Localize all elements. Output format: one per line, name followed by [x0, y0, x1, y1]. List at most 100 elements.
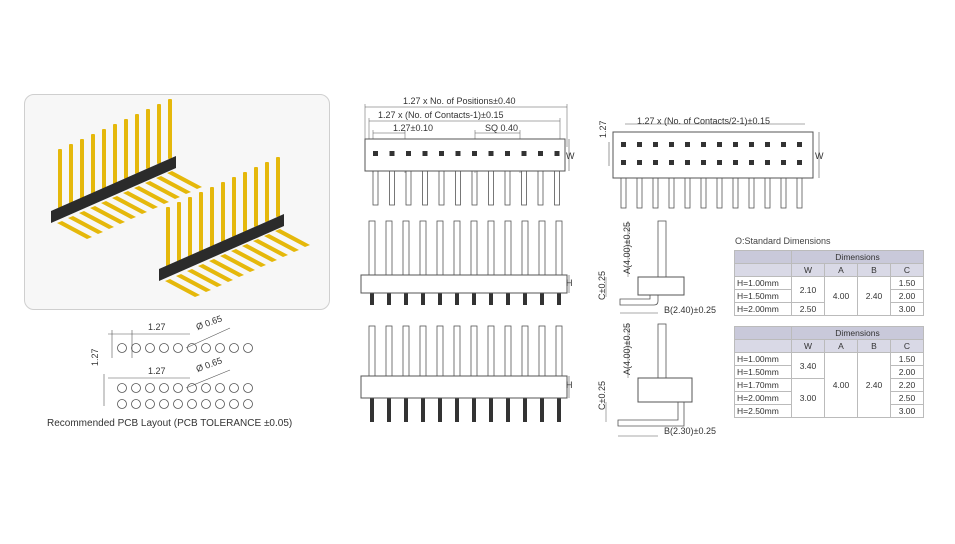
table2-header-w: W	[791, 339, 825, 353]
lower-pin	[231, 249, 266, 267]
upper-pin	[385, 325, 393, 379]
upper-pin	[157, 104, 161, 164]
dim-pitch: 1.27±0.10	[393, 123, 433, 133]
table1-row-h: H=1.00mm	[734, 276, 792, 290]
table2-header-b: B	[857, 339, 891, 353]
table1-b: 2.40	[857, 276, 891, 316]
pin-header-illustration	[51, 99, 310, 297]
pcb-hole	[229, 383, 239, 393]
lower-pin	[275, 229, 310, 247]
product-photo	[24, 94, 330, 310]
table2-row-h: H=2.00mm	[734, 391, 792, 405]
upper-pin	[453, 325, 461, 379]
lower-pin	[455, 396, 459, 422]
pin-lead	[438, 170, 445, 206]
upper-pin	[188, 197, 192, 257]
table1-header-a: A	[824, 263, 858, 277]
upper-pin	[102, 129, 106, 189]
pin-lead	[389, 170, 395, 206]
lower-pin	[198, 264, 233, 282]
pin-lead	[716, 177, 723, 209]
pcb-row-spacing: 1.27	[90, 348, 100, 366]
pin-lead	[537, 170, 544, 206]
side-view-2-drawing	[360, 325, 570, 422]
pcb-hole	[229, 399, 239, 409]
pin-square	[685, 160, 690, 165]
upper-pin	[166, 207, 170, 267]
upper-pin	[276, 157, 280, 217]
lower-pin	[134, 186, 169, 204]
table2-row-h: H=1.00mm	[734, 352, 792, 366]
lower-pin	[404, 291, 408, 305]
upper-pin	[453, 220, 461, 278]
upper-pin	[419, 325, 427, 379]
housing-profile	[637, 377, 693, 403]
pin-lead	[748, 177, 755, 209]
table2-header-c: C	[890, 339, 924, 353]
lower-pin	[209, 259, 244, 277]
pcb-hole	[145, 383, 155, 393]
table2-row-h: H=2.50mm	[734, 404, 792, 418]
pin-square	[749, 142, 754, 147]
pin-square	[733, 142, 738, 147]
profile-1-drawing	[605, 220, 685, 314]
lower-pin	[187, 269, 222, 287]
lower-pin	[112, 196, 147, 214]
upper-pin	[487, 325, 495, 379]
upper-pin	[135, 114, 139, 174]
upper-pin	[538, 220, 546, 278]
dual-row-top-view	[608, 123, 820, 209]
pin-square	[488, 151, 494, 156]
pcb-hole	[243, 383, 253, 393]
table2-row-h: H=1.50mm	[734, 365, 792, 379]
pin-square	[797, 160, 802, 165]
pin-square	[781, 142, 786, 147]
upper-pin	[385, 220, 393, 278]
pcb-hole	[173, 343, 183, 353]
upper-pin	[368, 325, 376, 379]
lower-pin	[101, 201, 136, 219]
housing-side	[360, 274, 568, 294]
lower-pin	[370, 291, 374, 305]
pin-square	[455, 151, 461, 156]
pin-lead	[521, 170, 527, 206]
lower-pin	[176, 274, 211, 292]
table2-w-first: 3.40	[791, 352, 825, 379]
prof2-c-label: C±0.25	[597, 381, 607, 410]
side1-h-label: H	[566, 278, 573, 288]
pcb-hole	[215, 399, 225, 409]
prof2-b-label: B(2.30)±0.25	[664, 426, 716, 436]
upper-pin	[504, 220, 512, 278]
top-w-label: W	[566, 151, 575, 161]
lower-pin	[253, 239, 288, 257]
pcb-pitch-bottom: 1.27	[148, 366, 166, 376]
pcb-hole	[117, 343, 127, 353]
lower-pin	[165, 279, 200, 297]
pin-lead	[504, 170, 511, 206]
pcb-hole	[201, 383, 211, 393]
dual-contacts: 1.27 x (No. of Contacts/2-1)±0.15	[637, 116, 771, 126]
dimensions-table-1: Dimensions W A B C H=1.00mm 2.10 4.00 2.…	[734, 250, 924, 316]
pin-square	[621, 142, 626, 147]
pcb-hole	[131, 343, 141, 353]
pcb-hole	[243, 399, 253, 409]
pin-lead	[684, 177, 691, 209]
upper-pin	[168, 99, 172, 159]
upper-pin	[436, 325, 444, 379]
upper-pin	[521, 325, 529, 379]
pcb-hole	[187, 383, 197, 393]
lower-pin	[123, 191, 158, 209]
upper-pin	[254, 167, 258, 227]
lower-pin	[455, 291, 459, 305]
lower-pin	[421, 396, 425, 422]
pin-square	[538, 151, 543, 156]
table1-title: Dimensions	[791, 250, 924, 264]
table1-a: 4.00	[824, 276, 858, 316]
pcb-hole	[201, 343, 211, 353]
upper-pin	[555, 325, 563, 379]
table1-row-c: 2.00	[890, 289, 924, 303]
pin-square	[749, 160, 754, 165]
lower-pin	[264, 234, 299, 252]
lower-pin	[387, 291, 391, 305]
pin-square	[717, 160, 722, 165]
